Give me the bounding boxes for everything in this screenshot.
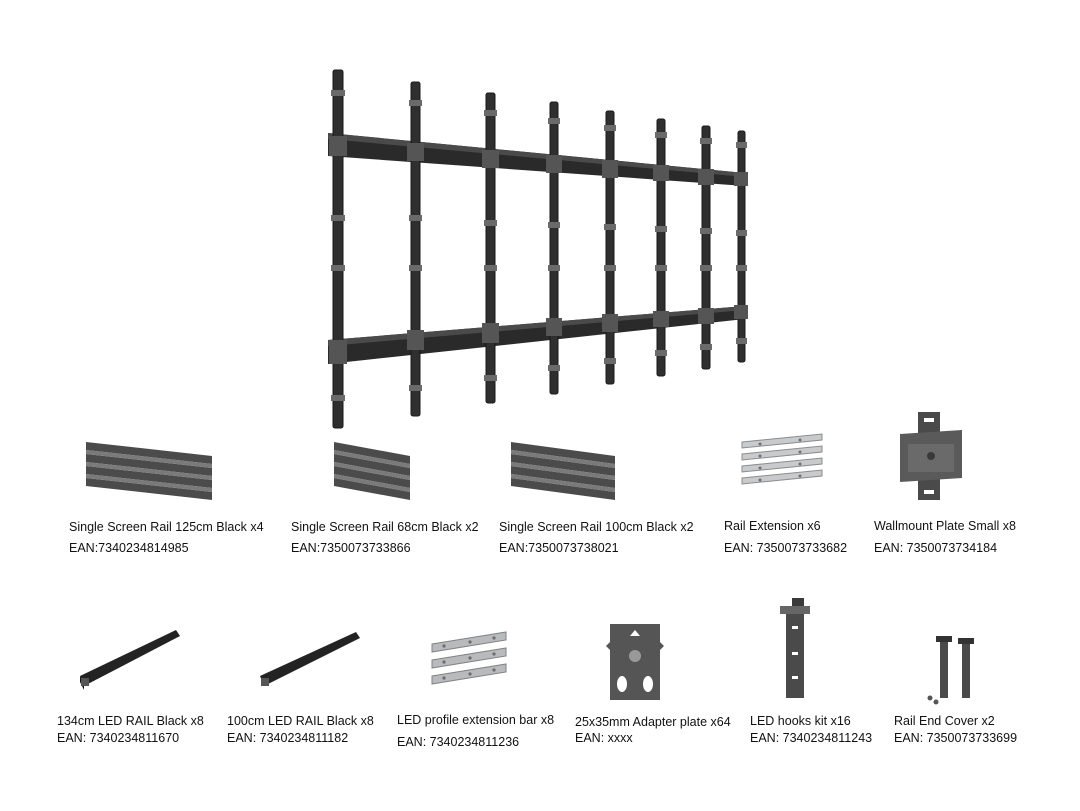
rail-100cm-image	[511, 442, 615, 500]
part-name: Single Screen Rail 125cm Black x4	[69, 520, 264, 534]
part-ean: EAN: 7350073733682	[724, 541, 848, 555]
wallmount-plate-image	[900, 412, 962, 500]
part-ean: EAN: xxxx	[575, 731, 633, 745]
part-name: Rail End Cover x2	[894, 714, 995, 728]
led-profile-extension-bar-image	[431, 631, 507, 685]
part-ean: EAN: 7340234811236	[397, 735, 520, 749]
part-name: Single Screen Rail 68cm Black x2	[291, 520, 479, 534]
part-ean: EAN: 7340234811182	[227, 731, 349, 745]
part-name: Single Screen Rail 100cm Black x2	[499, 520, 694, 534]
part-name: 134cm LED RAIL Black x8	[57, 714, 204, 728]
part-name: Wallmount Plate Small x8	[874, 519, 1016, 533]
rail-68cm-image	[334, 442, 410, 500]
led-hooks-kit-image	[780, 598, 810, 698]
adapter-plate-image	[606, 624, 664, 700]
part-name: Rail Extension x6	[724, 519, 821, 533]
part-ean: EAN:7350073733866	[291, 541, 411, 555]
part-ean: EAN: 7340234811243	[750, 731, 873, 745]
part-ean: EAN: 7350073733699	[894, 731, 1018, 745]
led-rail-100cm-image	[260, 632, 360, 686]
part-ean: EAN:7350073738021	[499, 541, 619, 555]
part-ean: EAN:7340234814985	[69, 541, 189, 555]
rail-extension-image	[741, 433, 823, 485]
part-name: LED profile extension bar x8	[397, 713, 555, 727]
rail-125cm-image	[86, 442, 212, 500]
led-rail-134cm-image	[80, 630, 180, 690]
part-name: LED hooks kit x16	[750, 714, 851, 728]
part-name: 100cm LED RAIL Black x8	[227, 714, 374, 728]
part-name: 25x35mm Adapter plate x64	[575, 715, 731, 729]
part-ean: EAN: 7340234811670	[57, 731, 180, 745]
rail-end-cover-image	[927, 636, 974, 705]
part-ean: EAN: 7350073734184	[874, 541, 998, 555]
